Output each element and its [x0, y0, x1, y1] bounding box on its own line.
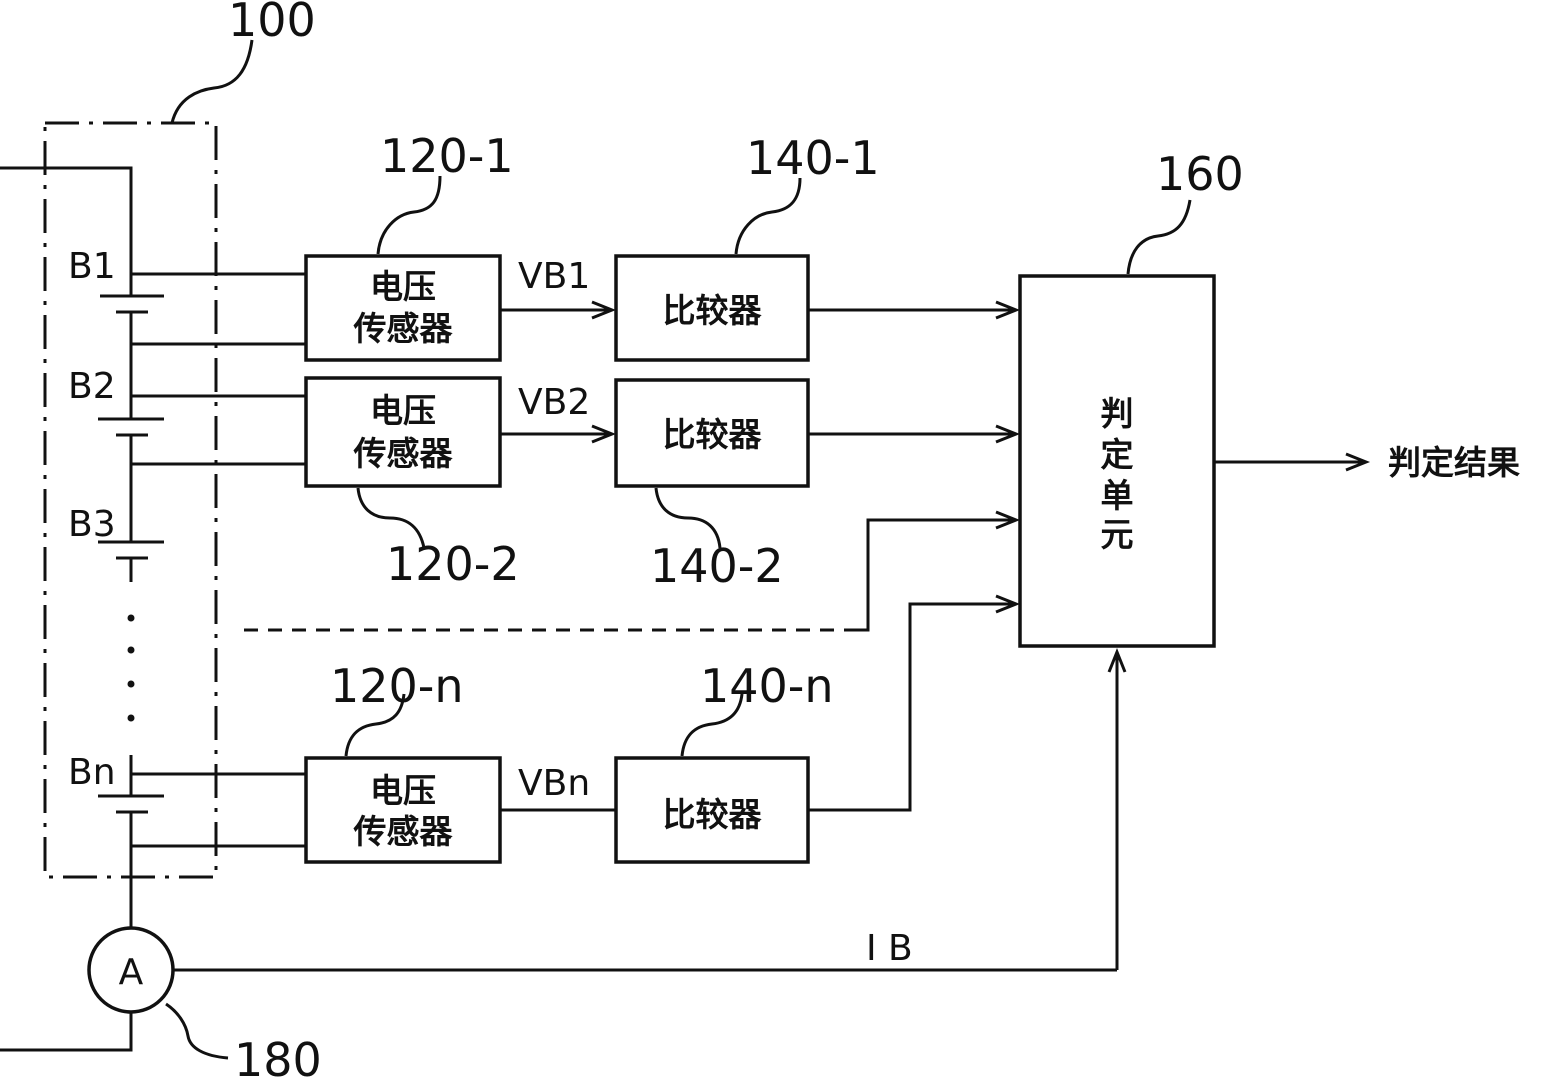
battery-label-b3: B3: [68, 504, 116, 545]
ref-100: 100: [228, 0, 316, 47]
voltage-sensor-2-line1: 电压: [370, 391, 436, 430]
battery-string: [0, 166, 164, 1052]
signal-label-vbn: VBn: [518, 763, 590, 804]
signal-label-vb2: VB2: [518, 382, 590, 423]
voltage-sensor-n-box: [304, 756, 502, 864]
sensor-to-comparator-lines: [500, 300, 617, 812]
output-label: 判定结果: [1388, 443, 1520, 482]
comparator-1-box: [614, 254, 810, 362]
ref-140-n: 140-n: [700, 659, 834, 713]
battery-label-b1: B1: [68, 246, 116, 287]
judgment-unit-char-1: 判: [1101, 394, 1134, 433]
judgment-unit-char-3: 单: [1101, 476, 1134, 515]
voltage-sensor-1-line1: 电压: [370, 267, 436, 306]
comparator-2-box: [614, 378, 810, 488]
comparator-n-box: [614, 756, 810, 864]
ref-180: 180: [234, 1033, 322, 1081]
voltage-sensor-n-line1: 电压: [370, 771, 436, 810]
ref-120-2: 120-2: [386, 537, 520, 591]
ref-120-1: 120-1: [380, 129, 514, 183]
battery-label-b2: B2: [68, 366, 116, 407]
signal-label-vb1: VB1: [518, 256, 590, 297]
judgment-unit-char-4: 元: [1101, 515, 1134, 554]
ref-140-1: 140-1: [746, 131, 880, 185]
reference-leaders: [165, 39, 1192, 1060]
sensor-taps: [131, 272, 306, 848]
judgment-unit-box: [1018, 274, 1216, 648]
ref-160: 160: [1156, 147, 1244, 201]
comparator-1-label: 比较器: [663, 291, 763, 330]
ref-140-2: 140-2: [650, 539, 784, 593]
ref-120-n: 120-n: [330, 659, 464, 713]
battery-label-bn: Bn: [68, 752, 116, 793]
signal-label-ib: I B: [866, 928, 913, 969]
voltage-sensor-2-line2: 传感器: [353, 434, 454, 473]
output-arrowhead: [1345, 452, 1371, 472]
voltage-sensor-n-line2: 传感器: [353, 812, 454, 851]
current-signal-arrowhead: [1107, 647, 1127, 673]
ellipsis-dot: [127, 714, 135, 722]
voltage-sensor-1-box: [304, 254, 502, 362]
judgment-unit-char-2: 定: [1101, 435, 1134, 474]
ammeter-symbol: A: [119, 952, 144, 993]
comparator-2-label: 比较器: [663, 415, 763, 454]
ellipsis-dot: [127, 680, 135, 688]
ellipsis-dot: [127, 646, 135, 654]
comparator-to-judgment-lines: [244, 300, 1021, 812]
voltage-sensor-1-line2: 传感器: [353, 309, 454, 348]
voltage-sensor-2-box: [304, 376, 502, 488]
comparator-n-label: 比较器: [663, 795, 763, 834]
ellipsis-dot: [127, 614, 135, 622]
